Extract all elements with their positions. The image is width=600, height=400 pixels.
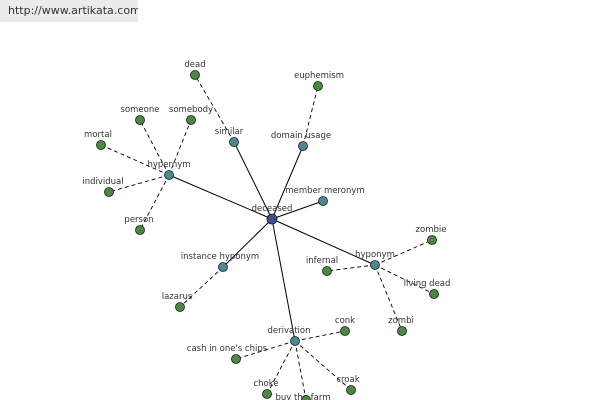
leaf-node-cash-in-one-s-chips[interactable]	[231, 354, 241, 364]
edge-deceased-domain-usage	[271, 145, 304, 220]
edge-derivation-choke	[266, 340, 296, 395]
edge-deceased-derivation	[271, 218, 296, 342]
edge-hyponym-living-dead	[374, 264, 435, 295]
leaf-node-dead[interactable]	[190, 70, 200, 80]
relation-node-member-meronym-label: member meronym	[285, 186, 364, 196]
edge-hyponym-zombie	[374, 239, 433, 266]
relation-node-instance-hyponym[interactable]	[218, 262, 228, 272]
edge-hyponym-zombi	[374, 264, 403, 332]
relation-node-hyponym[interactable]	[370, 260, 380, 270]
leaf-node-cash-in-one-s-chips-label: cash in one's chips	[187, 344, 268, 354]
leaf-node-lazarus-label: lazarus	[162, 292, 193, 302]
leaf-node-conk-label: conk	[335, 316, 355, 326]
leaf-node-zombi-label: zombi	[388, 316, 414, 326]
leaf-node-zombi[interactable]	[397, 326, 407, 336]
leaf-node-person[interactable]	[135, 225, 145, 235]
leaf-node-individual-label: individual	[82, 177, 123, 187]
relation-node-domain-usage-label: domain usage	[271, 131, 331, 141]
edge-deceased-hypernym	[168, 174, 273, 220]
leaf-node-someone[interactable]	[135, 115, 145, 125]
edge-hypernym-mortal	[100, 144, 170, 176]
url-banner[interactable]: http://www.artikata.com	[0, 0, 138, 22]
leaf-node-somebody[interactable]	[186, 115, 196, 125]
relation-node-hypernym[interactable]	[164, 170, 174, 180]
leaf-node-lazarus[interactable]	[175, 302, 185, 312]
leaf-node-zombie-label: zombie	[416, 225, 447, 235]
leaf-node-living-dead[interactable]	[429, 289, 439, 299]
edge-similar-dead	[194, 74, 235, 143]
edge-deceased-member-meronym	[271, 200, 324, 220]
leaf-node-mortal-label: mortal	[84, 130, 112, 140]
edge-deceased-instance-hyponym	[222, 218, 273, 268]
leaf-node-choke[interactable]	[262, 389, 272, 399]
edge-derivation-croak	[294, 340, 352, 391]
leaf-node-individual[interactable]	[104, 187, 114, 197]
leaf-node-buy-the-farm[interactable]	[301, 395, 311, 400]
edge-deceased-hyponym	[271, 218, 376, 266]
relation-node-derivation[interactable]	[290, 336, 300, 346]
leaf-node-infernal-label: infernal	[306, 256, 338, 266]
leaf-node-croak-label: croak	[336, 375, 359, 385]
relation-node-member-meronym[interactable]	[318, 196, 328, 206]
edge-derivation-cash-in-one-s-chips	[235, 340, 296, 360]
leaf-node-euphemism-label: euphemism	[294, 71, 344, 81]
leaf-node-infernal[interactable]	[322, 266, 332, 276]
leaf-node-mortal[interactable]	[96, 140, 106, 150]
relation-node-similar[interactable]	[229, 137, 239, 147]
leaf-node-dead-label: dead	[184, 60, 205, 70]
center-node-deceased[interactable]	[266, 213, 278, 225]
edge-domain-usage-euphemism	[302, 85, 319, 147]
leaf-node-zombie[interactable]	[427, 235, 437, 245]
edge-derivation-buy-the-farm	[294, 340, 307, 400]
leaf-node-someone-label: someone	[121, 105, 160, 115]
edge-hypernym-individual	[108, 174, 170, 193]
edge-hyponym-infernal	[326, 264, 376, 272]
edge-hypernym-person	[139, 174, 170, 231]
edge-hypernym-somebody	[168, 119, 192, 176]
edge-deceased-similar	[233, 141, 273, 220]
leaf-node-living-dead-label: living dead	[404, 279, 451, 289]
relation-node-domain-usage[interactable]	[298, 141, 308, 151]
edge-derivation-conk	[294, 330, 346, 342]
leaf-node-choke-label: choke	[253, 379, 278, 389]
leaf-node-person-label: person	[124, 215, 153, 225]
relation-node-similar-label: similar	[215, 127, 244, 137]
relation-node-hypernym-label: hypernym	[147, 160, 190, 170]
leaf-node-somebody-label: somebody	[169, 105, 213, 115]
relation-node-hyponym-label: hyponym	[355, 250, 395, 260]
leaf-node-conk[interactable]	[340, 326, 350, 336]
edge-instance-hyponym-lazarus	[179, 266, 224, 308]
leaf-node-euphemism[interactable]	[313, 81, 323, 91]
relation-node-instance-hyponym-label: instance hyponym	[181, 252, 259, 262]
center-node-deceased-label: deceased	[252, 204, 293, 214]
leaf-node-croak[interactable]	[346, 385, 356, 395]
relation-node-derivation-label: derivation	[267, 326, 310, 336]
edge-hypernym-someone	[139, 119, 170, 176]
